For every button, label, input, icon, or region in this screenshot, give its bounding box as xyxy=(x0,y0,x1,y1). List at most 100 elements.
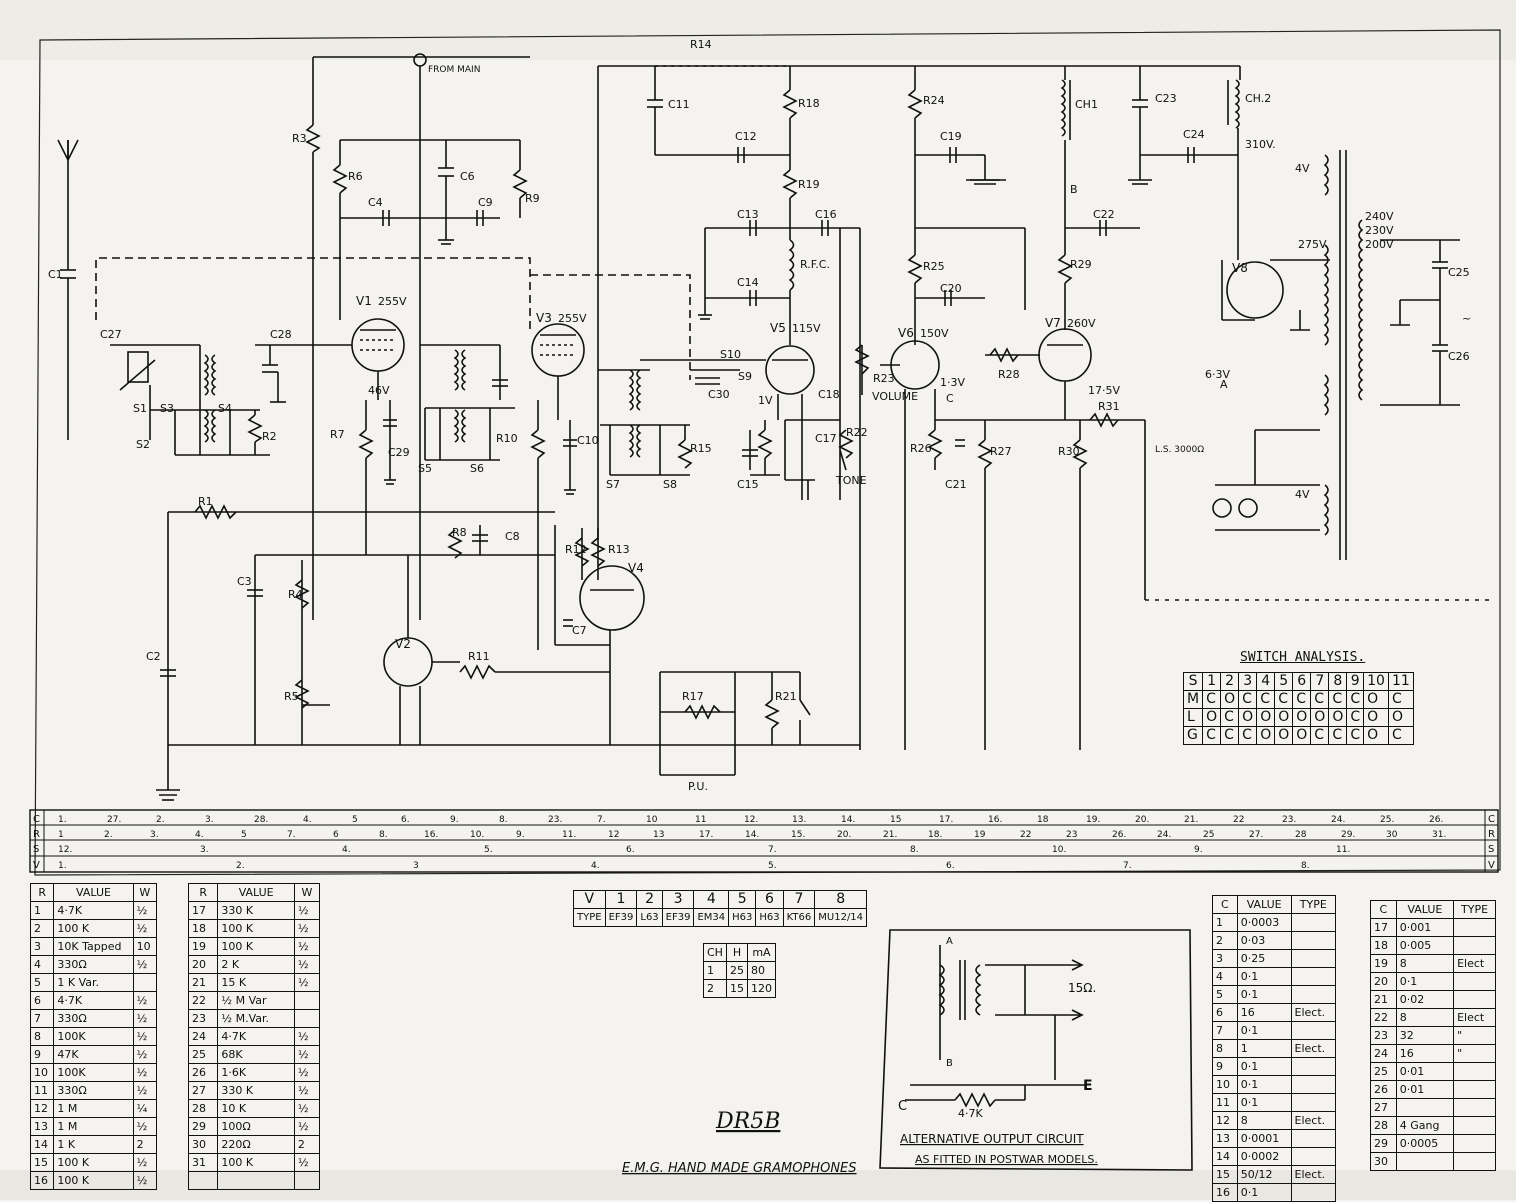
component-label-s5: S5 xyxy=(418,462,432,475)
table-cell: O xyxy=(1363,726,1389,745)
table-cell: O xyxy=(1292,726,1312,745)
component-label-r3: R3 xyxy=(292,132,307,145)
alt-output-resistor-label: 4·7K xyxy=(958,1107,983,1120)
component-label-c18: C18 xyxy=(818,388,840,401)
component-label-r2: R2 xyxy=(262,430,277,443)
cross-ref-c-value: 27. xyxy=(107,815,121,825)
cross-ref-s-value: 3. xyxy=(200,845,209,855)
table-cell: 25 xyxy=(187,1045,219,1064)
table-header-cell: R xyxy=(187,883,219,902)
table-header-cell: 8 xyxy=(1328,672,1348,691)
table-cell: 16 xyxy=(1236,1003,1292,1022)
table-cell: 15 xyxy=(725,979,748,998)
table-cell: 0·02 xyxy=(1395,990,1455,1009)
valve-label-v8: V8 xyxy=(1232,261,1248,275)
component-label-r5: R5 xyxy=(284,690,299,703)
table-header-cell: R xyxy=(29,883,55,902)
valve-label-v7: V7 xyxy=(1045,316,1061,330)
component-label-r18: R18 xyxy=(798,97,820,110)
component-label-p-u-: P.U. xyxy=(688,780,708,793)
table-cell xyxy=(132,973,158,992)
table-header-cell: 10 xyxy=(1363,672,1389,691)
cross-ref-r-value: 10. xyxy=(470,830,484,840)
table-cell: ½ M.Var. xyxy=(217,1009,295,1028)
table-header-cell: 2 xyxy=(1220,672,1240,691)
table-cell: 4·7K xyxy=(217,1027,295,1046)
cross-ref-row-label-s: S xyxy=(33,844,39,855)
cross-ref-c-value: 8. xyxy=(499,815,508,825)
cross-ref-r-value: 5 xyxy=(241,830,247,840)
table-cell: C xyxy=(1310,726,1330,745)
cross-ref-strip xyxy=(29,809,1499,873)
table-cell: C xyxy=(1346,690,1365,709)
table-cell: 12 xyxy=(1212,1111,1238,1130)
table-cell: 19 xyxy=(1370,954,1397,973)
table-cell: 25 xyxy=(1370,1062,1397,1081)
table-cell: 1 xyxy=(1236,1039,1292,1058)
component-label-r29: R29 xyxy=(1070,258,1092,271)
valve-voltage-v3: 255V xyxy=(558,312,587,325)
table-cell: 12 xyxy=(29,1099,55,1118)
table-cell: 17 xyxy=(187,901,219,920)
table-cell: C xyxy=(1387,726,1414,745)
cross-ref-v-value: 7. xyxy=(1123,861,1132,871)
table-cell: 21 xyxy=(1370,990,1397,1009)
cross-ref-r-value: 26. xyxy=(1112,830,1126,840)
table-cell: C xyxy=(1274,690,1294,709)
cross-ref-row-label-right-v: V xyxy=(1488,860,1495,871)
table-header-cell: H xyxy=(725,943,748,962)
table-cell xyxy=(1290,1057,1337,1076)
table-row: 30 xyxy=(1370,1152,1496,1171)
component-label-240v: 240V xyxy=(1365,210,1394,223)
table-cell xyxy=(1290,1075,1337,1094)
component-label-r27: R27 xyxy=(990,445,1012,458)
table-cell: 30 xyxy=(187,1135,219,1154)
table-cell: C xyxy=(1238,690,1258,709)
component-label-200v: 200V xyxy=(1365,238,1394,251)
table-cell: 15 K xyxy=(217,973,295,992)
component-label-a: A xyxy=(1220,378,1228,391)
table-cell: M xyxy=(1182,690,1204,709)
table-cell: 100 K xyxy=(217,1153,295,1172)
table-header-cell: 1 xyxy=(1202,672,1222,691)
cross-ref-v-value: 1. xyxy=(58,861,67,871)
cross-ref-s-value: 10. xyxy=(1052,845,1066,855)
table-cell xyxy=(217,1171,295,1190)
table-cell: ½ xyxy=(293,901,321,920)
cross-ref-c-value: 17. xyxy=(939,815,953,825)
table-cell xyxy=(1290,949,1337,968)
table-cell: 10 xyxy=(29,1063,55,1082)
table-cell: 0·0001 xyxy=(1236,1129,1292,1148)
cross-ref-row-label-right-s: S xyxy=(1488,844,1494,855)
component-label-r-f-c-: R.F.C. xyxy=(800,258,830,271)
table-cell: 17 xyxy=(1370,918,1397,937)
alt-output-load-label: 15Ω. xyxy=(1068,981,1096,995)
table-row xyxy=(187,1171,321,1190)
cross-ref-r-value: 9. xyxy=(516,830,525,840)
valve-table-type-cell: L63 xyxy=(636,908,663,927)
table-cell: G xyxy=(1182,726,1204,745)
table-cell: O xyxy=(1274,708,1294,727)
cross-ref-r-value: 30 xyxy=(1386,830,1398,840)
table-cell: O xyxy=(1363,708,1389,727)
diagram-title: DR5B xyxy=(715,1109,780,1134)
table-cell: 0·1 xyxy=(1236,967,1292,986)
cross-ref-v-value: 2. xyxy=(236,861,245,871)
table-cell: 47K xyxy=(53,1045,134,1064)
component-label-c15: C15 xyxy=(737,478,759,491)
table-cell: 0·1 xyxy=(1395,972,1455,991)
component-label-b: B xyxy=(1070,183,1078,196)
component-label-r4: R4 xyxy=(288,588,303,601)
